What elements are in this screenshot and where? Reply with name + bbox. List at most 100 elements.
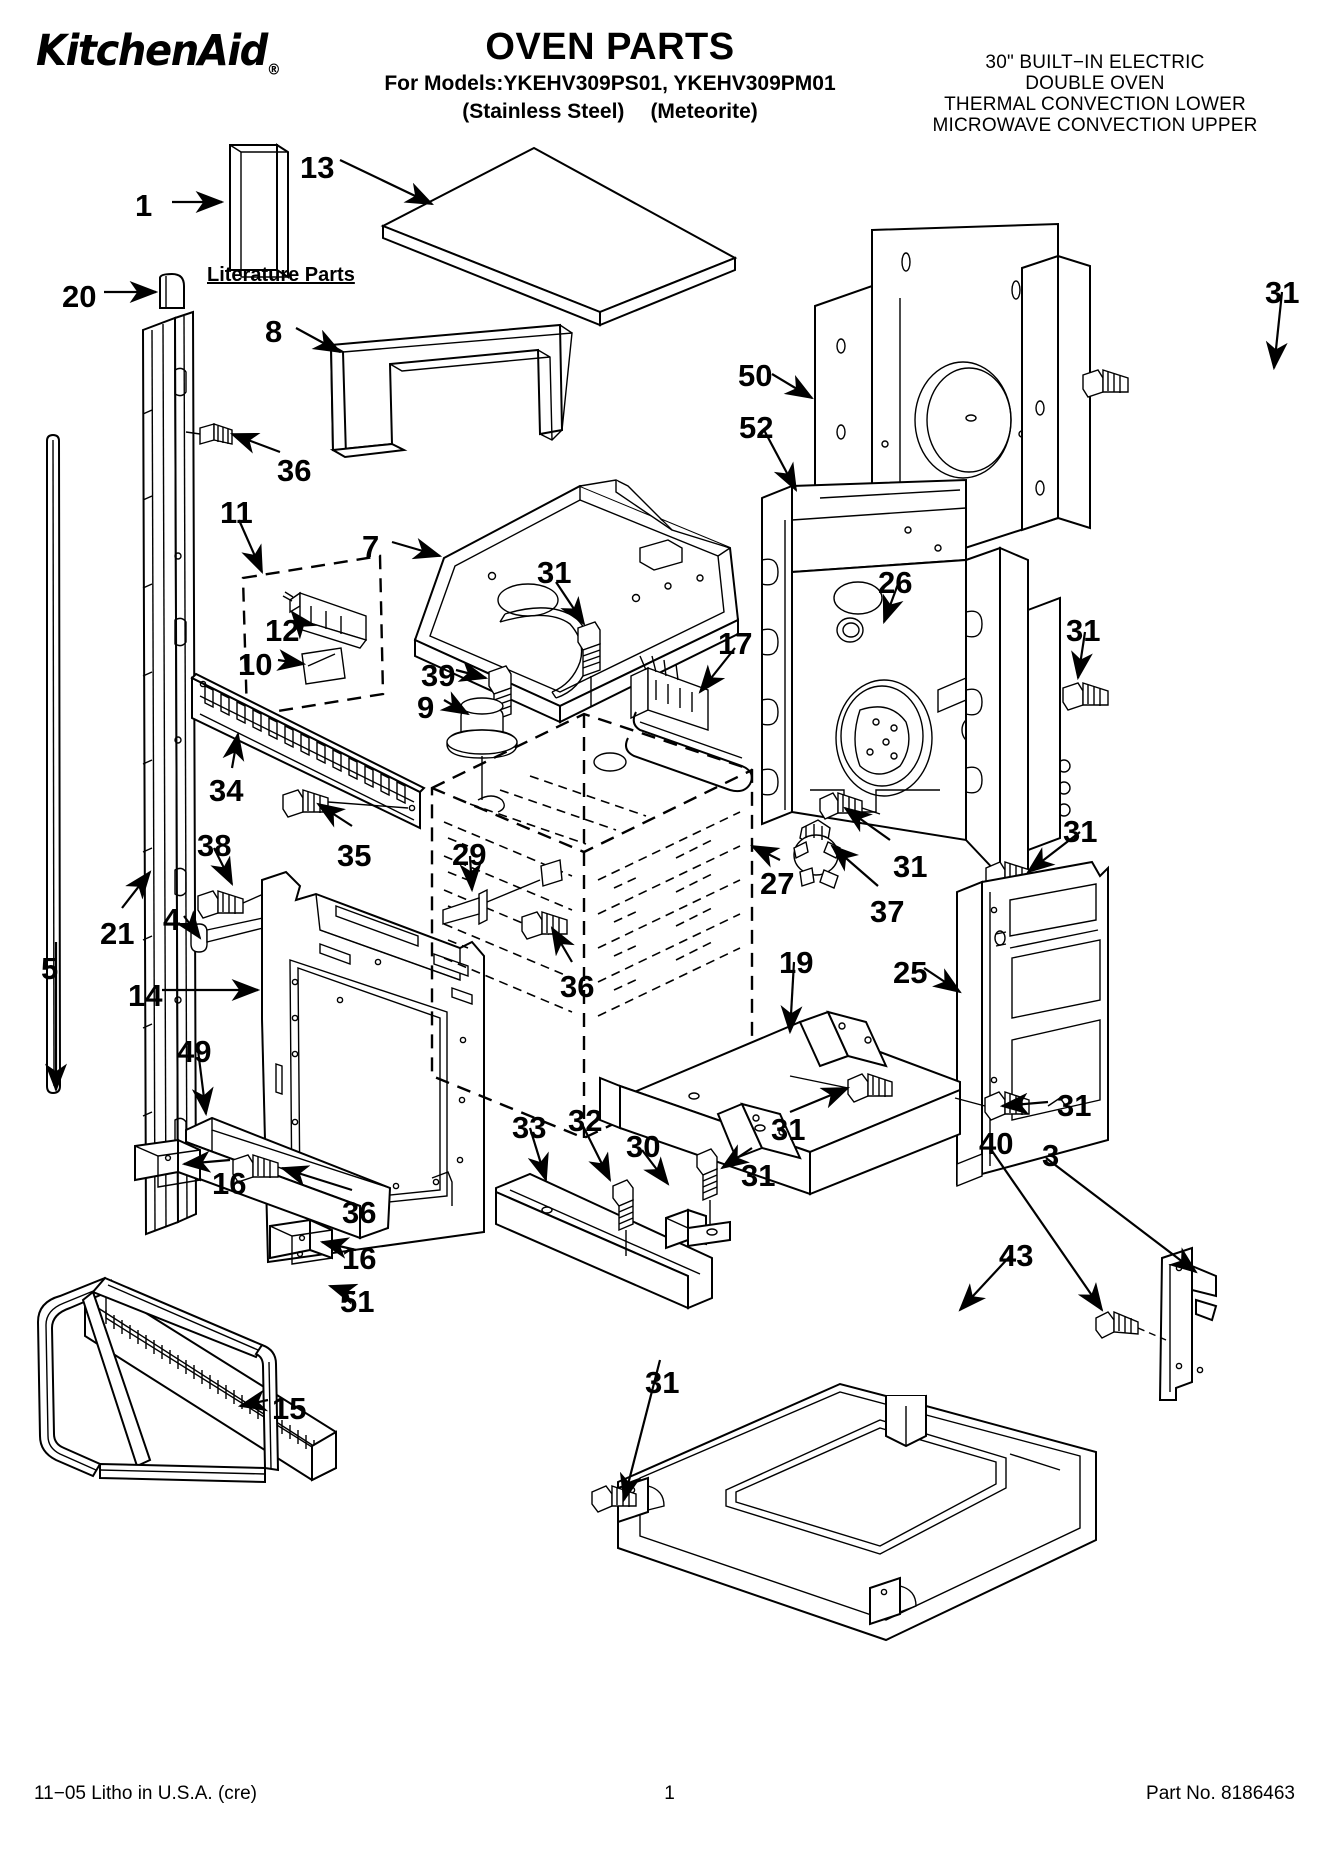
callout-29[interactable]: 29 bbox=[452, 837, 487, 872]
part-31-screw-a bbox=[578, 622, 600, 706]
part-30-bracket bbox=[666, 1210, 730, 1248]
spec-line-2: DOUBLE OVEN bbox=[1025, 73, 1165, 94]
brand-text: KitchenAid bbox=[36, 26, 268, 76]
part-52-side-flange bbox=[762, 486, 792, 824]
part-31-screw-f bbox=[790, 1074, 892, 1102]
part-32-screw bbox=[613, 1180, 633, 1256]
kitchenaid-logo: KitchenAid® bbox=[36, 26, 281, 79]
callout-14[interactable]: 14 bbox=[128, 978, 163, 1013]
callout-21[interactable]: 21 bbox=[100, 916, 135, 951]
callout-9[interactable]: 9 bbox=[417, 690, 435, 725]
callout-50[interactable]: 50 bbox=[738, 358, 773, 393]
callout-5[interactable]: 5 bbox=[41, 951, 59, 986]
callout-49[interactable]: 49 bbox=[177, 1034, 212, 1069]
callout-31-h[interactable]: 31 bbox=[741, 1158, 776, 1193]
callout-13[interactable]: 13 bbox=[300, 150, 335, 185]
callout-19[interactable]: 19 bbox=[779, 945, 814, 980]
callout-31-f[interactable]: 31 bbox=[771, 1112, 806, 1147]
callout-4[interactable]: 4 bbox=[163, 902, 181, 937]
callout-26[interactable]: 26 bbox=[878, 565, 913, 600]
callout-12[interactable]: 12 bbox=[265, 613, 300, 648]
callout-34[interactable]: 34 bbox=[209, 773, 244, 808]
callout-31-c[interactable]: 31 bbox=[1066, 613, 1101, 648]
part-15-gasket-loop bbox=[38, 1278, 278, 1482]
part-31-screw-h bbox=[697, 1149, 717, 1226]
callout-38[interactable]: 38 bbox=[197, 828, 232, 863]
part-34-vent-grille bbox=[192, 674, 424, 828]
part-8-front-trim bbox=[331, 325, 572, 457]
footer-left: 11−05 Litho in U.S.A. (cre) bbox=[34, 1783, 258, 1804]
callout-37[interactable]: 37 bbox=[870, 894, 905, 929]
callout-31-e[interactable]: 31 bbox=[1063, 814, 1098, 849]
callout-31-b[interactable]: 31 bbox=[1265, 275, 1300, 310]
spec-line-1: 30" BUILT−IN ELECTRIC bbox=[985, 52, 1205, 73]
part-11-dashed-enclosure bbox=[243, 556, 383, 716]
part-38-screw bbox=[198, 891, 268, 918]
callout-1[interactable]: 1 bbox=[135, 188, 153, 223]
callout-52[interactable]: 52 bbox=[739, 410, 774, 445]
part-rear-bracket-right bbox=[1022, 256, 1090, 530]
part-right-side-flange bbox=[966, 548, 1070, 888]
part-19-heat-shield bbox=[600, 1012, 960, 1194]
callout-36-c[interactable]: 36 bbox=[342, 1195, 377, 1230]
callout-3[interactable]: 3 bbox=[1042, 1138, 1060, 1173]
part-37-thermostat bbox=[794, 820, 840, 888]
callout-31-i[interactable]: 31 bbox=[645, 1365, 680, 1400]
part-36-screw-a bbox=[186, 424, 232, 444]
part-26-rear-wall-lower bbox=[792, 480, 984, 840]
callout-32[interactable]: 32 bbox=[568, 1103, 603, 1138]
callout-25[interactable]: 25 bbox=[893, 955, 928, 990]
variant-row: (Stainless Steel) (Meteorite) bbox=[330, 100, 890, 124]
callout-40[interactable]: 40 bbox=[979, 1126, 1014, 1161]
callout-31-a[interactable]: 31 bbox=[537, 555, 572, 590]
callout-16-a[interactable]: 16 bbox=[212, 1166, 247, 1201]
callout-43[interactable]: 43 bbox=[999, 1238, 1034, 1273]
part-33-lower-rail bbox=[496, 1174, 712, 1308]
callout-10[interactable]: 10 bbox=[238, 647, 273, 682]
page-title: OVEN PARTS bbox=[485, 26, 735, 68]
spec-block: 30" BUILT−IN ELECTRIC DOUBLE OVEN THERMA… bbox=[880, 52, 1310, 136]
callout-39[interactable]: 39 bbox=[421, 658, 456, 693]
part-36-screw-b bbox=[233, 1155, 300, 1182]
callout-8[interactable]: 8 bbox=[265, 314, 283, 349]
part-9-grommet bbox=[447, 698, 517, 800]
group-label-literature-parts: Literature Parts bbox=[207, 264, 355, 286]
part-36-screw-c bbox=[522, 912, 567, 939]
models-line: For Models:YKEHV309PS01, YKEHV309PM01 bbox=[384, 72, 836, 95]
part-3-corner-bracket bbox=[1160, 1248, 1216, 1400]
part-21-side-rail bbox=[143, 312, 196, 1234]
part-5-long-rod bbox=[47, 435, 60, 1093]
part-43-floor-pan bbox=[618, 1384, 1096, 1640]
callout-20[interactable]: 20 bbox=[62, 279, 97, 314]
callout-36-b[interactable]: 36 bbox=[560, 969, 595, 1004]
callout-51[interactable]: 51 bbox=[340, 1284, 375, 1319]
callout-7[interactable]: 7 bbox=[362, 529, 380, 564]
variant-stainless-steel: (Stainless Steel) bbox=[462, 100, 625, 123]
leader-lines bbox=[45, 160, 1288, 1503]
part-10-small-block bbox=[302, 648, 345, 684]
part-31-screw-b bbox=[1083, 370, 1128, 397]
callout-17[interactable]: 17 bbox=[718, 626, 753, 661]
footer-part-number: Part No. 8186463 bbox=[1146, 1783, 1295, 1804]
part-13-top-panel bbox=[383, 148, 735, 325]
part-literature-manual bbox=[230, 145, 288, 277]
part-17-bake-element bbox=[626, 656, 752, 791]
part-40-screw bbox=[1096, 1312, 1166, 1340]
part-31-screw-c bbox=[1063, 683, 1108, 710]
variant-meteorite: (Meteorite) bbox=[650, 100, 758, 123]
callout-36-a[interactable]: 36 bbox=[277, 453, 312, 488]
callout-15[interactable]: 15 bbox=[272, 1391, 307, 1426]
callout-11[interactable]: 11 bbox=[220, 495, 253, 530]
callout-35[interactable]: 35 bbox=[337, 838, 372, 873]
callout-33[interactable]: 33 bbox=[512, 1110, 547, 1145]
part-29-sensor-probe bbox=[443, 860, 562, 924]
callout-31-g[interactable]: 31 bbox=[1057, 1088, 1092, 1123]
footer-page-number: 1 bbox=[664, 1783, 675, 1804]
callout-31-d[interactable]: 31 bbox=[893, 849, 928, 884]
registered-mark-icon: ® bbox=[266, 60, 281, 79]
callout-16-b[interactable]: 16 bbox=[342, 1241, 377, 1276]
callout-30[interactable]: 30 bbox=[626, 1129, 661, 1164]
callout-27[interactable]: 27 bbox=[760, 866, 795, 901]
